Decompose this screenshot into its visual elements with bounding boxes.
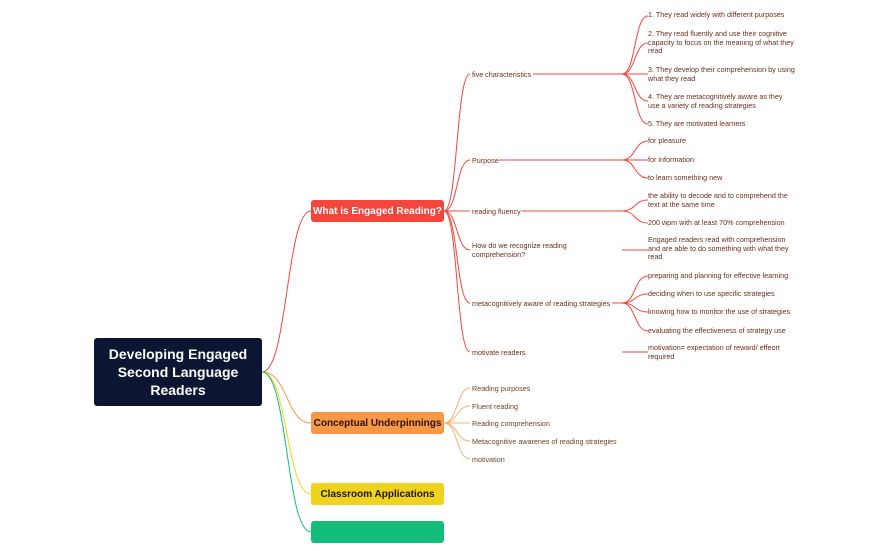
conceptual-motivation[interactable]: motivation: [472, 455, 505, 464]
leaf-characteristic-3[interactable]: 3. They develop their comprehension by u…: [648, 65, 795, 83]
branch-untitled[interactable]: [311, 521, 444, 543]
branch-what-is-engaged-reading[interactable]: What is Engaged Reading?: [311, 200, 444, 222]
subtopic-purpose[interactable]: Purpose: [472, 156, 499, 165]
leaf-purpose-pleasure[interactable]: for pleasure: [648, 136, 686, 145]
link-root-classroom: [261, 371, 312, 495]
leaf-purpose-information[interactable]: for information: [648, 155, 694, 164]
conceptual-metacognitive-awareness[interactable]: Metacognitive awarenes of reading strate…: [472, 437, 617, 446]
leaf-fluency-rate[interactable]: 200 wpm with at least 70% comprehension: [648, 218, 785, 227]
link-root-conceptual: [261, 371, 312, 424]
branch-conceptual-underpinnings[interactable]: Conceptual Underpinnings: [311, 412, 444, 434]
link-root-reading: [261, 210, 312, 373]
leaf-characteristic-1[interactable]: 1. They read widely with different purpo…: [648, 10, 785, 19]
conceptual-fluent-reading[interactable]: Fluent reading: [472, 402, 518, 411]
leaf-purpose-learn[interactable]: to learn something new: [648, 173, 723, 182]
leaf-characteristic-5[interactable]: 5. They are motivated learners: [648, 119, 746, 128]
leaf-characteristic-2[interactable]: 2. They read fluently and use their cogn…: [648, 29, 794, 55]
leaf-strategy-planning[interactable]: preparing and planning for effective lea…: [648, 271, 789, 280]
subtopic-recognize-comprehension[interactable]: How do we recognize reading comprehensio…: [472, 241, 567, 259]
subtopic-metacognitive-strategies[interactable]: metacognitively aware of reading strateg…: [472, 299, 611, 308]
leaf-characteristic-4[interactable]: 4. They are metacognitively aware as the…: [648, 92, 783, 110]
subtopic-five-characteristics[interactable]: five characteristics: [472, 70, 532, 79]
branch-classroom-applications[interactable]: Classroom Applications: [311, 483, 444, 505]
conceptual-reading-purposes[interactable]: Reading purposes: [472, 384, 531, 393]
leaf-comprehension[interactable]: Engaged readers read with comprehension …: [648, 235, 789, 261]
subtopic-reading-fluency[interactable]: reading fluency: [472, 207, 521, 216]
leaf-fluency-definition[interactable]: the ability to decode and to comprehend …: [648, 191, 788, 209]
leaf-strategy-evaluating[interactable]: evaluating the effectiveness of strategy…: [648, 326, 786, 335]
leaf-strategy-deciding[interactable]: deciding when to use specific strategies: [648, 289, 775, 298]
link-root-fourth: [261, 371, 312, 533]
subtopic-motivate-readers[interactable]: motivate readers: [472, 348, 526, 357]
root-topic[interactable]: Developing Engaged Second Language Reade…: [94, 338, 262, 406]
leaf-motivation-formula[interactable]: motivation= expectation of reward/ effeo…: [648, 343, 780, 361]
leaf-strategy-monitoring[interactable]: knowing how to monitor the use of strate…: [648, 307, 791, 316]
conceptual-reading-comprehension[interactable]: Reading comprehension: [472, 419, 550, 428]
